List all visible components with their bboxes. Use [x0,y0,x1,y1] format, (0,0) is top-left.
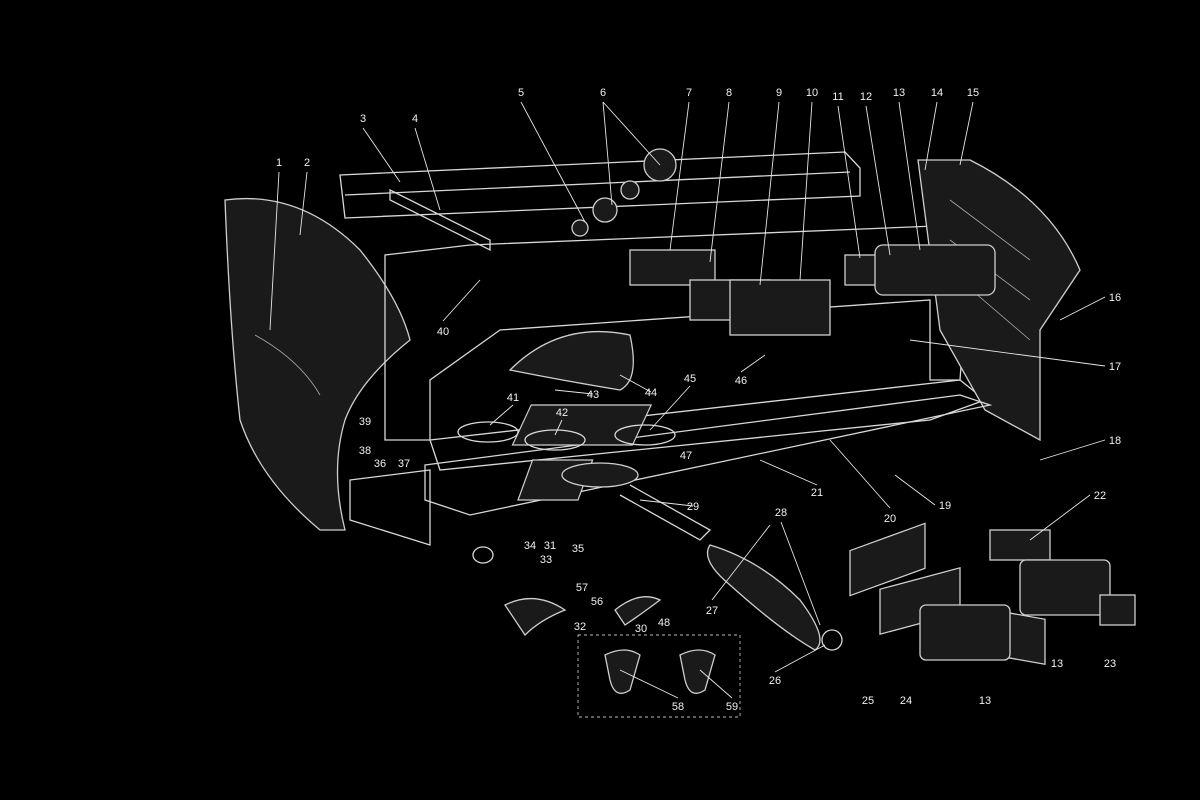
part-label-32: 32 [574,621,586,633]
part-label-44: 44 [645,387,657,399]
part-label-38: 38 [359,445,371,457]
part-label-57: 57 [576,582,588,594]
part-label-20: 20 [884,513,896,525]
side-panel [224,197,411,531]
part-label-40: 40 [437,326,449,338]
part-label-37: 37 [398,458,410,470]
part-label-1: 1 [276,157,282,169]
part-label-30: 30 [635,623,647,635]
part-label-3: 3 [360,113,366,125]
part-label-29: 29 [687,501,699,513]
part-label-2: 2 [304,157,310,169]
part-label-56: 56 [591,596,603,608]
part-label-33: 33 [540,554,552,566]
part-label-8: 8 [726,87,732,99]
part-label-34: 34 [524,540,536,552]
part-label-22: 22 [1094,490,1106,502]
part-label-13: 13 [979,695,991,707]
part-label-59: 59 [726,701,738,713]
part-label-58: 58 [672,701,684,713]
part-label-45: 45 [684,373,696,385]
part-label-24: 24 [900,695,912,707]
part-label-11: 11 [832,91,843,103]
part-label-28: 28 [775,507,787,519]
machine-frame [384,224,971,441]
part-label-13: 13 [1051,658,1063,670]
part-label-42: 42 [556,407,568,419]
part-label-39: 39 [359,416,371,428]
part-label-15: 15 [967,87,979,99]
part-label-16: 16 [1109,292,1121,304]
cup-grate [511,404,653,446]
part-labels: 1 2 3 4 5 6 7 8 9 10 11 12 13 14 15 16 1… [276,87,1121,713]
part-label-17: 17 [1109,361,1121,373]
part-label-19: 19 [939,500,951,512]
part-label-10: 10 [806,87,818,99]
part-label-21: 21 [811,487,823,499]
part-label-9: 9 [776,87,782,99]
part-label-47: 47 [680,450,692,462]
part-label-46: 46 [735,375,747,387]
top-rail [339,151,861,219]
part-label-31: 31 [544,540,556,552]
part-label-7: 7 [686,87,692,99]
part-label-41: 41 [507,392,519,404]
part-label-48: 48 [658,617,670,629]
part-label-14: 14 [931,87,943,99]
part-label-36: 36 [374,458,386,470]
part-label-5: 5 [518,87,524,99]
part-label-23: 23 [1104,658,1116,670]
part-label-4: 4 [412,113,418,125]
part-label-18: 18 [1109,435,1121,447]
part-label-43: 43 [587,389,599,401]
spout-options-box [577,634,741,718]
drip-tray [424,394,993,516]
part-label-6: 6 [600,87,606,99]
right-side-panel [917,159,1081,442]
part-label-26: 26 [769,675,781,687]
part-label-27: 27 [706,605,718,617]
part-label-13: 13 [893,87,905,99]
part-label-12: 12 [860,91,872,103]
part-label-25: 25 [862,695,874,707]
leader-lines [269,101,1106,699]
part-label-35: 35 [572,543,584,555]
